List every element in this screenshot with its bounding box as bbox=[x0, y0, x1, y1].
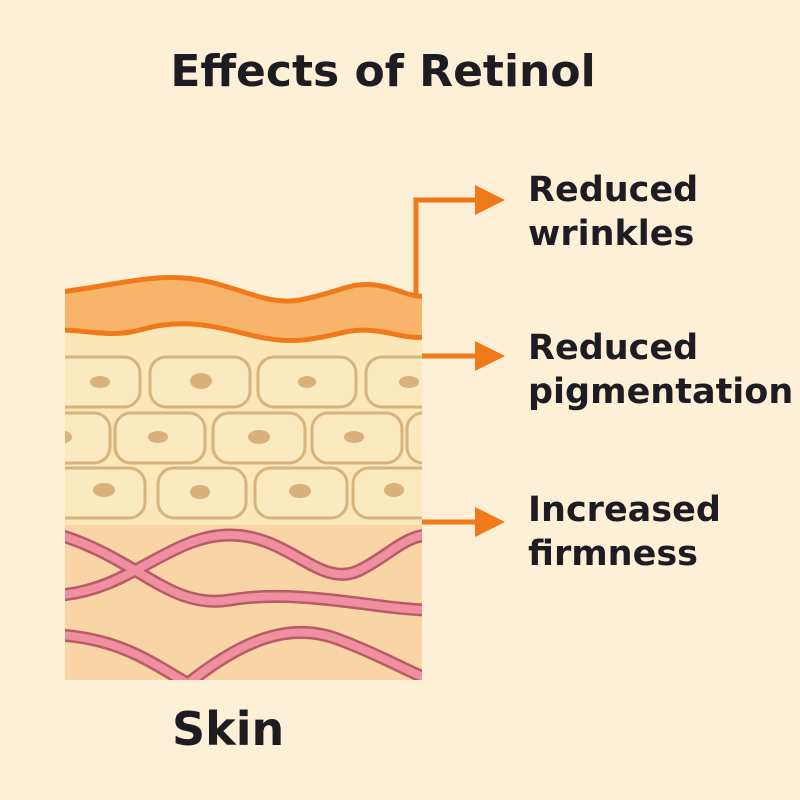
collagen-fibers bbox=[65, 528, 422, 680]
effect-line2: wrinkles bbox=[528, 214, 695, 254]
effect-line2: firmness bbox=[528, 534, 698, 574]
effect-increased-firmness: Increased firmness bbox=[528, 488, 721, 576]
diagram-title: Effects of Retinol bbox=[170, 46, 596, 97]
skin-label: Skin bbox=[172, 702, 285, 756]
effect-line2: pigmentation bbox=[528, 372, 794, 412]
outer-skin-layer bbox=[65, 275, 422, 344]
effect-line1: Reduced bbox=[528, 170, 699, 210]
effect-reduced-wrinkles: Reduced wrinkles bbox=[528, 168, 698, 256]
effect-line1: Reduced bbox=[528, 328, 699, 368]
effect-reduced-pigmentation: Reduced pigmentation bbox=[528, 326, 793, 414]
arrow-wrinkles bbox=[413, 185, 505, 296]
cell-nuclei bbox=[65, 373, 419, 499]
effect-line1: Increased bbox=[528, 490, 721, 530]
skin-cells bbox=[65, 355, 422, 520]
